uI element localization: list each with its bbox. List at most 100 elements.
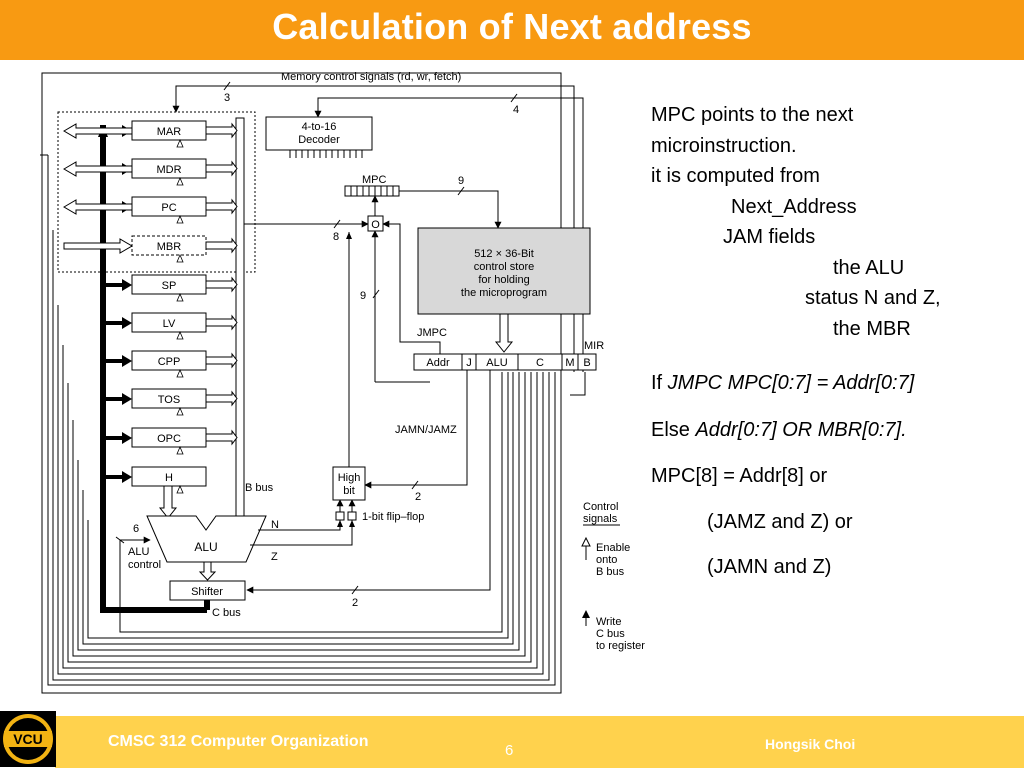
control-tick bbox=[176, 292, 184, 302]
b-bus-label: B bus bbox=[245, 482, 274, 494]
control-tick bbox=[176, 214, 184, 224]
svg-text:Enable: Enable bbox=[596, 542, 630, 554]
text-line: MPC points to the next bbox=[651, 104, 854, 126]
control-store bbox=[417, 227, 591, 315]
text-line: it is computed from bbox=[651, 165, 820, 187]
svg-text:C bus: C bus bbox=[596, 628, 625, 640]
svg-text:Write: Write bbox=[596, 616, 621, 628]
svg-text:to register: to register bbox=[596, 640, 645, 652]
svg-text:9: 9 bbox=[458, 175, 464, 187]
page-number: 6 bbox=[505, 742, 514, 759]
b-bus-enable-arrow bbox=[205, 352, 238, 369]
memory-signals-label: Memory control signals (rd, wr, fetch) bbox=[281, 71, 461, 83]
svg-text:JAMN/JAMZ: JAMN/JAMZ bbox=[395, 424, 457, 436]
control-tick bbox=[176, 138, 184, 148]
svg-text:MIR: MIR bbox=[584, 340, 604, 352]
control-tick bbox=[176, 368, 184, 378]
svg-text:control: control bbox=[128, 559, 161, 571]
text-line: status N and Z, bbox=[805, 287, 941, 309]
svg-text:512 × 36-Bit: 512 × 36-Bit bbox=[474, 248, 534, 260]
text-line: microinstruction. bbox=[651, 134, 797, 157]
b-bus-enable-arrow bbox=[205, 198, 238, 215]
svg-text:O: O bbox=[371, 219, 380, 231]
author-name: Hongsik Choi bbox=[765, 736, 856, 752]
course-name: CMSC 312 Computer Organization bbox=[108, 733, 369, 750]
control-tick bbox=[176, 484, 184, 494]
svg-text:VCU: VCU bbox=[13, 731, 43, 747]
register-label: SP bbox=[162, 280, 177, 292]
svg-text:2: 2 bbox=[415, 491, 421, 503]
text-line: the ALU bbox=[833, 256, 905, 279]
shifter-label: Shifter bbox=[191, 586, 223, 598]
register-label: LV bbox=[163, 318, 176, 330]
slide-title: Calculation of Next address bbox=[272, 6, 752, 47]
decoder-box bbox=[265, 116, 373, 151]
svg-text:6: 6 bbox=[133, 523, 139, 535]
svg-text:for holding: for holding bbox=[478, 274, 529, 286]
control-tick bbox=[176, 330, 184, 340]
title-bar bbox=[0, 0, 1024, 60]
svg-text:B bus: B bus bbox=[596, 566, 625, 578]
svg-text:High: High bbox=[338, 472, 361, 484]
mpc-register bbox=[344, 185, 400, 197]
b-bus-enable-arrow bbox=[205, 390, 238, 407]
svg-text:control store: control store bbox=[474, 261, 535, 273]
register-label: MBR bbox=[157, 241, 182, 253]
control-lines bbox=[47, 155, 586, 686]
svg-text:1-bit flip–flop: 1-bit flip–flop bbox=[362, 511, 424, 523]
svg-text:the microprogram: the microprogram bbox=[461, 287, 547, 299]
b-bus-enable-arrow bbox=[205, 276, 238, 293]
register-label: TOS bbox=[158, 394, 180, 406]
mir-field-b bbox=[577, 353, 597, 371]
svg-text:MPC: MPC bbox=[362, 174, 387, 186]
b-bus-enable-arrow bbox=[205, 237, 238, 254]
footer-bar bbox=[55, 716, 1024, 768]
mir-field-label: Addr bbox=[426, 357, 450, 369]
svg-text:onto: onto bbox=[596, 554, 617, 566]
svg-text:2: 2 bbox=[352, 597, 358, 609]
memory-group-box bbox=[57, 111, 256, 273]
svg-text:4: 4 bbox=[513, 104, 519, 116]
svg-text:ALU: ALU bbox=[128, 546, 149, 558]
register-label: MAR bbox=[157, 126, 182, 138]
svg-text:4-to-16: 4-to-16 bbox=[302, 121, 337, 133]
svg-text:N: N bbox=[271, 519, 279, 531]
mir-field-label: M bbox=[565, 357, 574, 369]
c-bus-label: C bus bbox=[212, 607, 241, 619]
svg-text:Control: Control bbox=[583, 501, 618, 513]
register-mbr bbox=[131, 235, 207, 256]
svg-text:Z: Z bbox=[271, 551, 278, 563]
b-bus-enable-arrow bbox=[205, 314, 238, 331]
vcu-logo: VCU bbox=[0, 711, 56, 767]
mir-field-label: ALU bbox=[486, 357, 507, 369]
text-line: (JAMZ and Z) or bbox=[707, 510, 853, 533]
else-line: Else Addr[0:7] OR MBR[0:7]. bbox=[651, 418, 907, 441]
register-label: PC bbox=[161, 202, 176, 214]
alu-shape bbox=[146, 515, 267, 563]
svg-text:signals: signals bbox=[583, 513, 618, 525]
control-tick bbox=[176, 445, 184, 455]
control-tick bbox=[176, 176, 184, 186]
diagram-frame bbox=[41, 72, 562, 694]
control-tick bbox=[176, 253, 184, 263]
svg-text:JMPC: JMPC bbox=[417, 327, 447, 339]
text-line: Next_Address bbox=[731, 195, 857, 218]
svg-text:bit: bit bbox=[343, 485, 355, 497]
text-line: (JAMN and Z) bbox=[707, 556, 832, 578]
text-line: the MBR bbox=[833, 317, 911, 340]
svg-text:9: 9 bbox=[360, 290, 366, 302]
mir-field-label: J bbox=[466, 357, 472, 369]
b-bus bbox=[235, 117, 245, 519]
mir-field-label: C bbox=[536, 357, 544, 369]
text-line: JAM fields bbox=[723, 226, 816, 248]
register-label: H bbox=[165, 472, 173, 484]
alu-label: ALU bbox=[194, 540, 217, 554]
explanation-text: MPC points to the next microinstruction.… bbox=[651, 100, 1011, 583]
b-bus-enable-arrow bbox=[205, 160, 238, 177]
register-label: OPC bbox=[157, 433, 181, 445]
control-tick bbox=[176, 406, 184, 416]
if-line: If JMPC MPC[0:7] = Addr[0:7] bbox=[651, 372, 915, 394]
